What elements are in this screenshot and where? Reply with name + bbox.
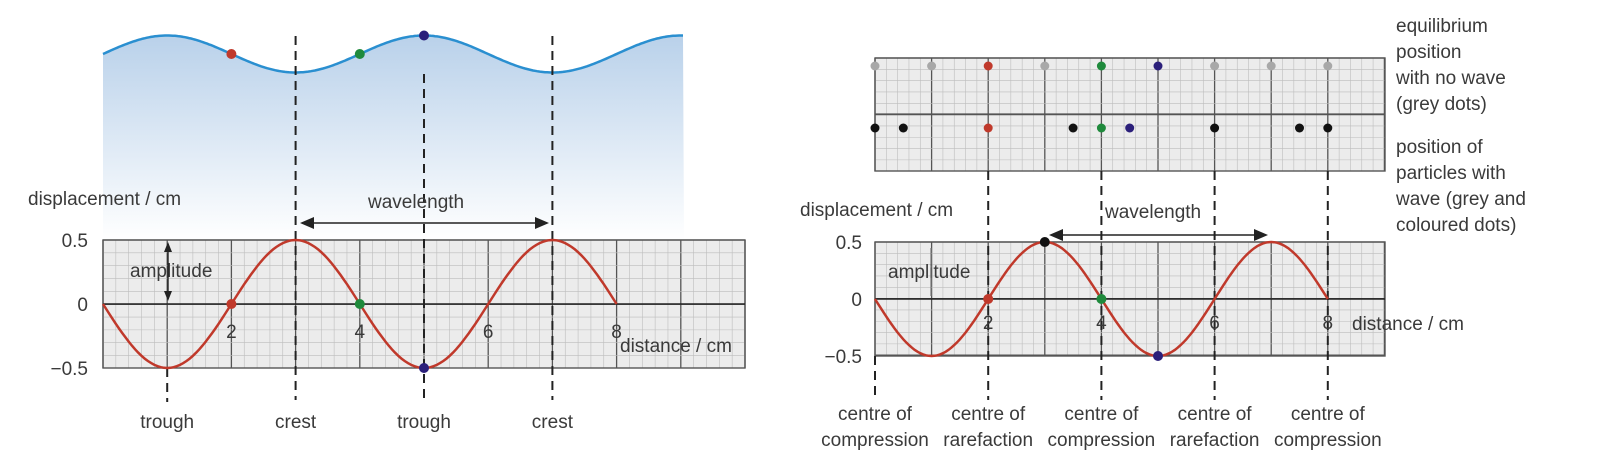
surface-particle-dot (354, 49, 365, 59)
surface-particle-dot (226, 49, 237, 59)
right-marked-points (983, 237, 1163, 361)
legend-particles: position of particles with wave (grey and c… (1395, 137, 1526, 236)
right-wavelength-arrowhead-right (1254, 229, 1268, 241)
x-tick-label: 4 (355, 322, 366, 343)
right-amplitude-label: amplitude (888, 262, 970, 283)
x-tick-label: 8 (611, 322, 622, 343)
left-wavelength-arrowhead-right (535, 217, 549, 229)
x-tick-label: 6 (483, 322, 494, 343)
particle-grid (874, 57, 1386, 172)
water-surface-line (102, 34, 683, 74)
surface-particle-dot (419, 30, 429, 41)
legend-particles-line: coloured dots) (1396, 215, 1516, 236)
equilibrium-particle-dot (1153, 61, 1163, 71)
x-tick-label: 6 (1209, 313, 1220, 334)
right-bottom-label: centre of (1291, 404, 1366, 425)
displaced-particle-dot (1068, 123, 1078, 133)
left-xlabel: distance / cm (620, 336, 732, 357)
right-wavelength-label: wavelength (1104, 202, 1201, 223)
legend-equilibrium: equilibrium position with no wave (grey dot… (1395, 16, 1506, 115)
right-dashed-guides (874, 171, 1329, 400)
x-tick-label: 8 (1323, 313, 1334, 334)
equilibrium-particle-dot (927, 61, 937, 71)
legend-equilibrium-line: position (1396, 42, 1462, 63)
displaced-particle-dot (1125, 123, 1135, 133)
equilibrium-particle-dot (1323, 61, 1333, 71)
legend-equilibrium-line: equilibrium (1396, 16, 1488, 37)
right-x-ticks: 2 4 6 8 (983, 313, 1333, 334)
displaced-particle-dot (870, 123, 880, 133)
left-panel: displacement / cm 0.5 0 −0.5 2 4 6 8 distance… (28, 30, 746, 433)
right-marked-point (983, 294, 994, 304)
right-marked-point (1096, 294, 1107, 304)
right-marked-point (1153, 351, 1163, 361)
y-tick-label: 0 (851, 290, 862, 311)
left-bottom-label: trough (397, 412, 451, 433)
y-tick-label: 0 (77, 295, 88, 316)
x-tick-label: 2 (226, 322, 237, 343)
y-tick-label: 0.5 (836, 233, 862, 254)
right-bottom-label: centre of (838, 404, 913, 425)
legend-equilibrium-line: (grey dots) (1396, 94, 1487, 115)
right-bottom-label: centre of (1064, 404, 1139, 425)
left-marked-point (419, 363, 429, 373)
equilibrium-particle-dot (983, 61, 993, 71)
y-tick-label: −0.5 (50, 359, 88, 380)
displaced-particle-dot (1323, 123, 1333, 133)
right-panel: equilibrium position with no wave (grey dot… (800, 16, 1526, 451)
displaced-particle-dot (898, 123, 908, 133)
equilibrium-particle-dot (1266, 61, 1276, 71)
left-ylabel: displacement / cm (28, 189, 181, 210)
left-marked-point (354, 299, 365, 309)
x-tick-label: 4 (1096, 313, 1107, 334)
right-bottom-label: compression (821, 430, 929, 451)
left-y-ticks: 0.5 0 −0.5 (50, 231, 88, 380)
right-y-ticks: 0.5 0 −0.5 (824, 233, 862, 368)
right-bottom-label: rarefaction (1170, 430, 1260, 451)
water-body (103, 35, 684, 240)
right-marked-point (1039, 237, 1050, 247)
left-wavelength-label: wavelength (367, 192, 464, 213)
right-wavelength-arrowhead-left (1049, 229, 1063, 241)
left-dashed-guides (166, 36, 554, 402)
left-amplitude-arrowhead-top (164, 242, 172, 252)
displaced-particle-dot (1096, 123, 1106, 133)
right-bottom-label: compression (1048, 430, 1156, 451)
equilibrium-particle-dot (1096, 61, 1106, 71)
x-tick-label: 2 (983, 313, 994, 334)
y-tick-label: −0.5 (824, 347, 862, 368)
right-bottom-label: rarefaction (943, 430, 1033, 451)
legend-particles-line: position of (1396, 137, 1483, 158)
right-bottom-label: centre of (1178, 404, 1253, 425)
right-bottom-label: centre of (951, 404, 1026, 425)
right-bottom-label: compression (1274, 430, 1382, 451)
left-amplitude-label: amplitude (130, 261, 212, 282)
left-amplitude-arrowhead-bottom (164, 291, 172, 301)
left-wavelength-arrowhead-left (300, 217, 314, 229)
left-bottom-label: crest (275, 412, 317, 433)
legend-particles-line: particles with (1396, 163, 1506, 184)
legend-particles-line: wave (grey and (1395, 189, 1526, 210)
left-bottom-label: crest (532, 412, 574, 433)
displaced-particle-dot (1210, 123, 1220, 133)
left-bottom-labels: trough crest trough crest (140, 412, 573, 433)
left-bottom-label: trough (140, 412, 194, 433)
right-bottom-labels: centre of compression centre of rarefaction… (821, 404, 1382, 451)
right-xlabel: distance / cm (1352, 314, 1464, 335)
legend-equilibrium-line: with no wave (1395, 68, 1506, 89)
left-marked-point (226, 299, 237, 309)
equilibrium-particle-dot (1210, 61, 1220, 71)
equilibrium-particle-dot (1040, 61, 1050, 71)
right-ylabel: displacement / cm (800, 200, 953, 221)
left-marked-points (226, 30, 429, 373)
particle-dots (870, 61, 1333, 133)
equilibrium-particle-dot (870, 61, 880, 71)
displaced-particle-dot (983, 123, 993, 133)
left-x-ticks: 2 4 6 8 (226, 322, 622, 343)
displaced-particle-dot (1295, 123, 1304, 133)
y-tick-label: 0.5 (62, 231, 88, 252)
